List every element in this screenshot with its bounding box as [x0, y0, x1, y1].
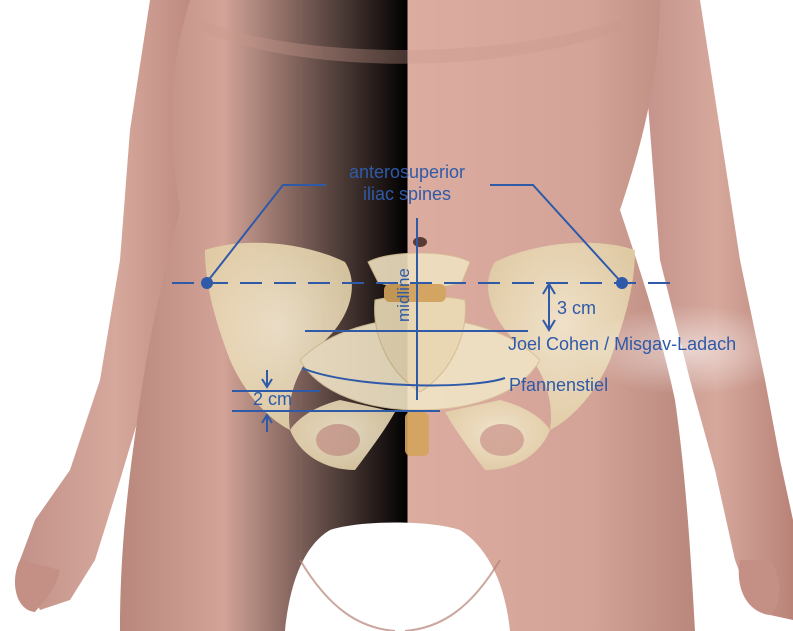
two-cm-label: 2 cm [253, 389, 292, 409]
asis-left-point [201, 277, 213, 289]
umbilicus [413, 237, 427, 247]
midline-label: midline [394, 268, 413, 322]
asis-right-point [616, 277, 628, 289]
pubic-symphysis [405, 412, 429, 456]
joel-cohen-label: Joel Cohen / Misgav-Ladach [508, 334, 736, 354]
asis-label-line2: iliac spines [363, 184, 451, 204]
three-cm-label: 3 cm [557, 298, 596, 318]
asis-label-line1: anterosuperior [349, 162, 465, 182]
pfannenstiel-label: Pfannenstiel [509, 375, 608, 395]
